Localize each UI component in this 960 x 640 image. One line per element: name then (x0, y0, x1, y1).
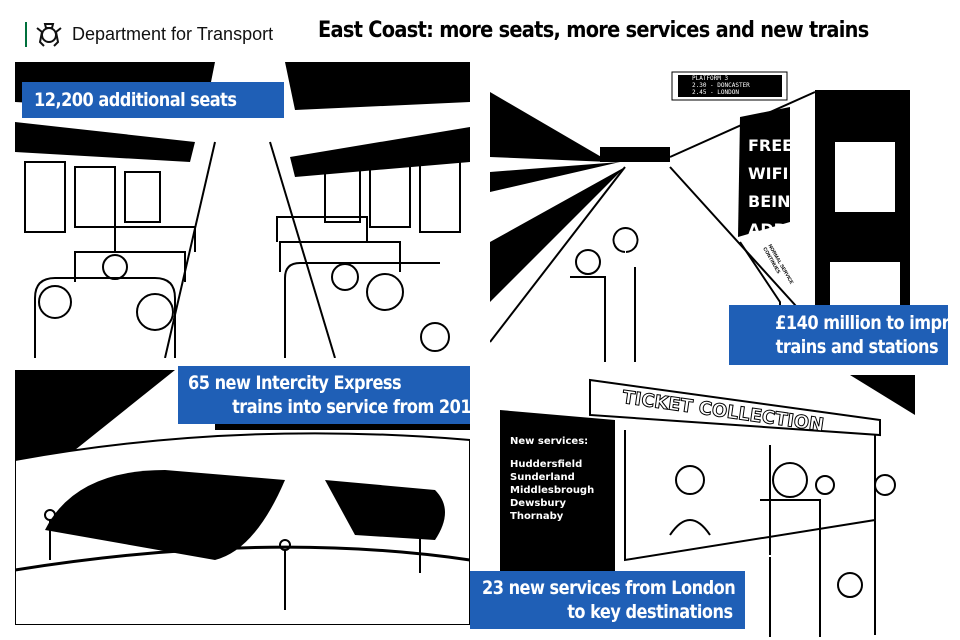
destination: Sunderland (510, 472, 575, 483)
wifi-sign-line: ADDED (748, 220, 812, 239)
seats-label: 12,200 additional seats (22, 82, 285, 118)
destination: Dewsbury (510, 498, 567, 509)
destination: Huddersfield (510, 459, 583, 470)
seats-illustration: 12,200 additional seats (15, 62, 470, 358)
wifi-sign-line: BEING (748, 192, 804, 211)
wifi-sign-line: WIFI (748, 164, 789, 183)
wifi-sign: FREE WIFI BEING ADDED (748, 132, 812, 244)
destination: Middlesbrough (510, 485, 595, 496)
board-line: PLATFORM 3 (692, 75, 729, 82)
wifi-sign-line: FREE (748, 136, 794, 155)
board-line: 2.45 - LONDON (692, 89, 739, 96)
board-title: New services: (510, 436, 589, 447)
page-title: East Coast: more seats, more services an… (318, 18, 869, 43)
royal-crest-icon (36, 23, 62, 47)
new-services-board: New services: Huddersfield Sunderland Mi… (510, 435, 594, 523)
board-line: 2.30 - DONCASTER (692, 82, 750, 89)
header-accent-bar (25, 22, 27, 47)
destination: Thornaby (510, 511, 564, 522)
department-name: Department for Transport (72, 24, 274, 44)
